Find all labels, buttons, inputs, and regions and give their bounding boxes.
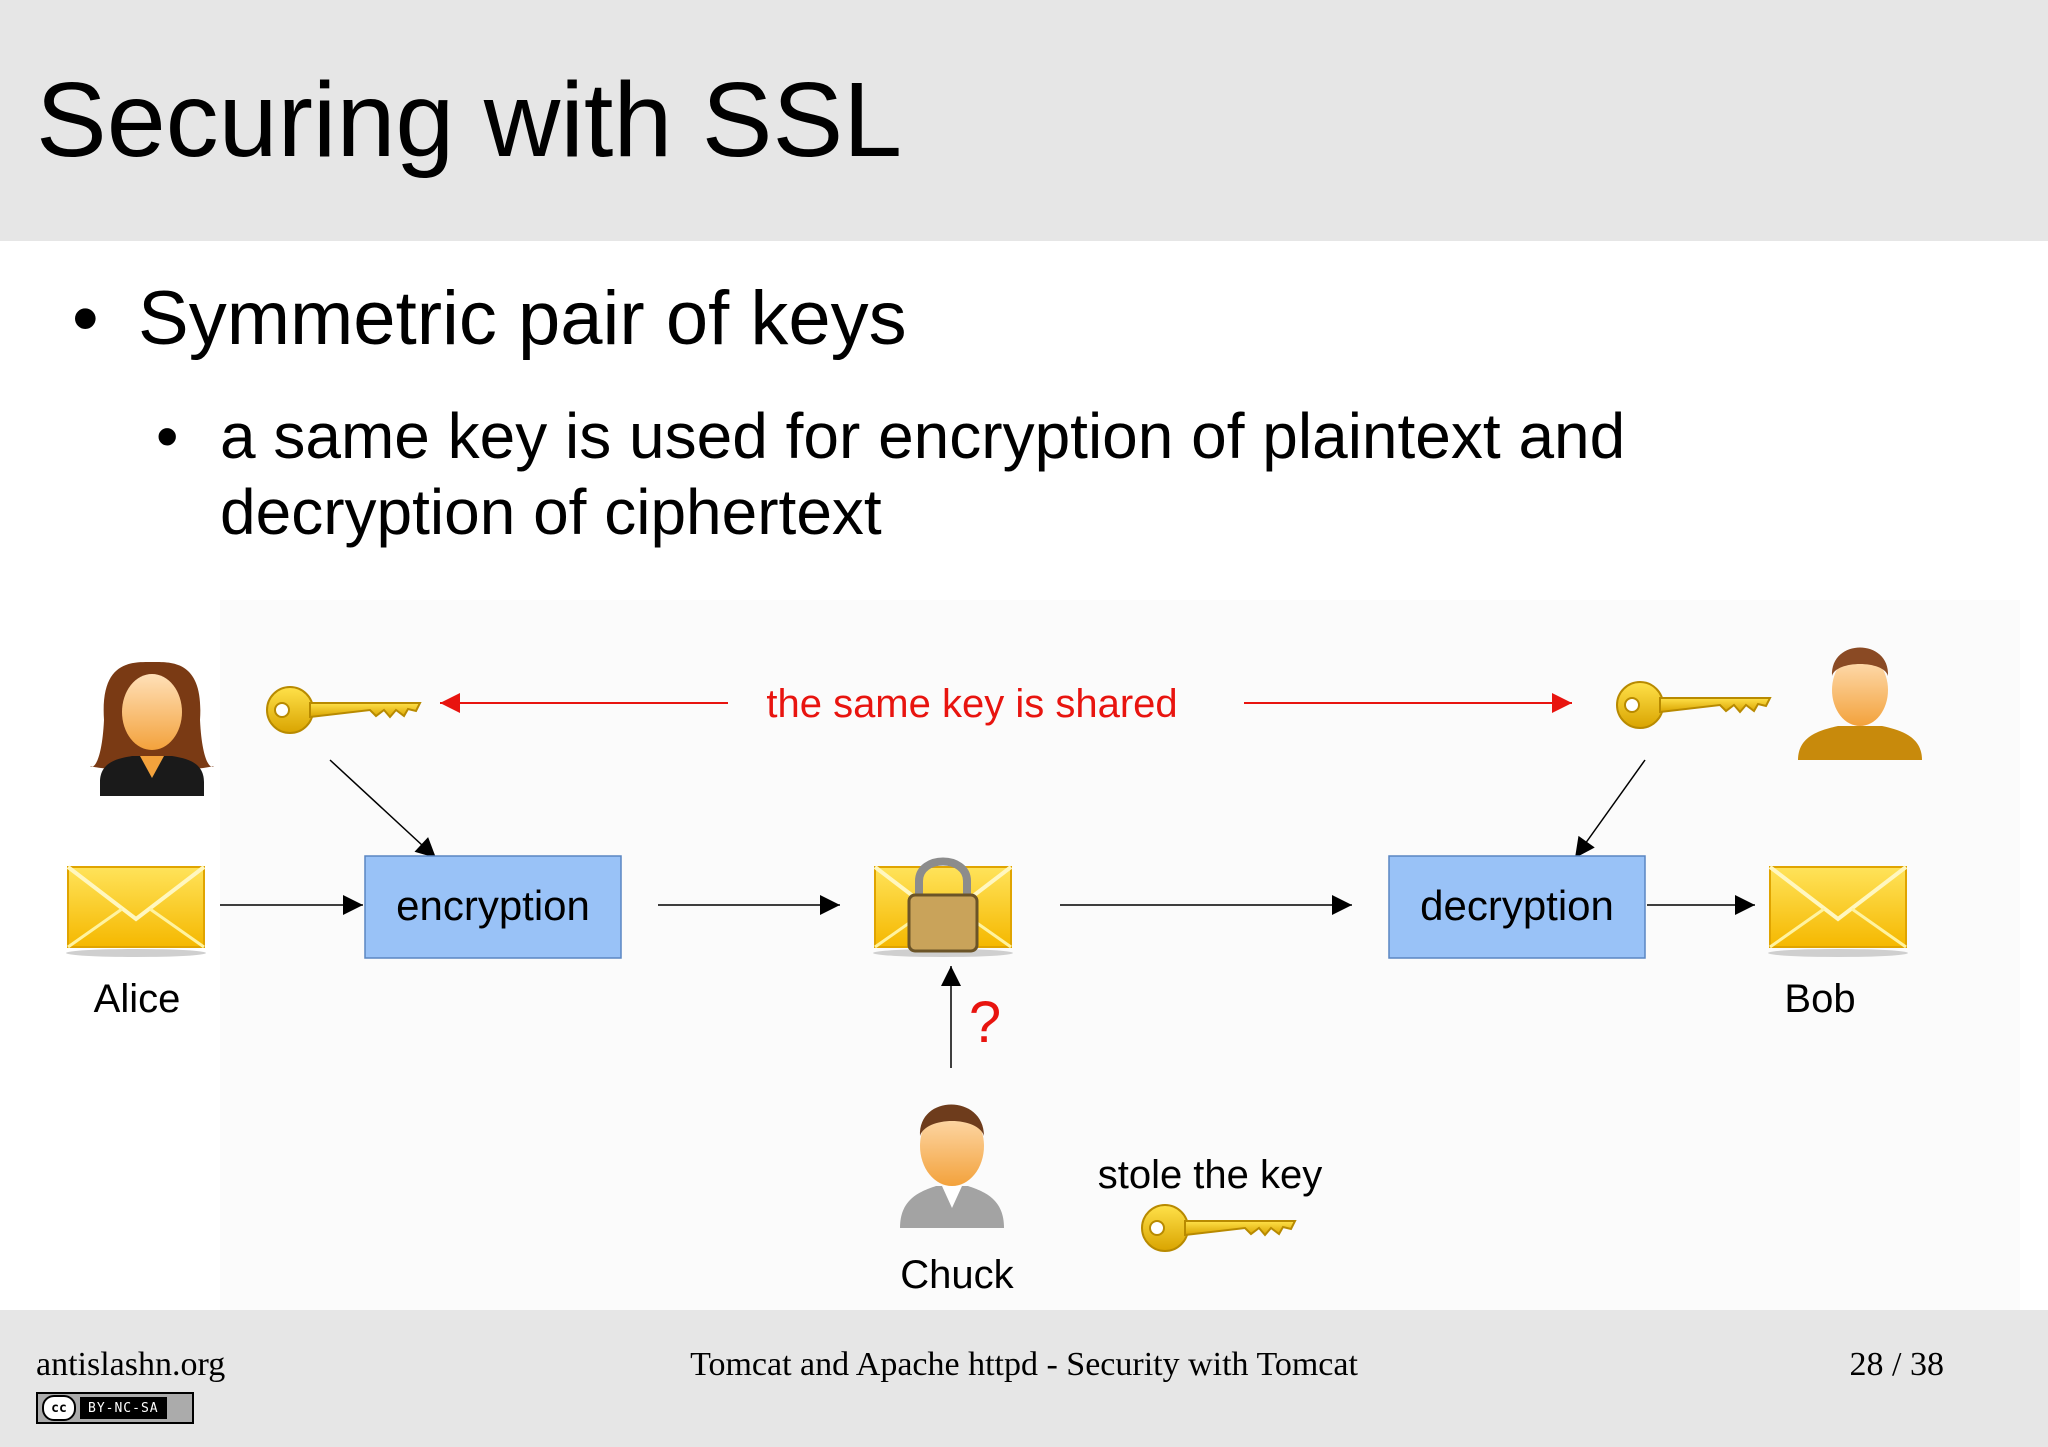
slide-footer: antislashn.org Tomcat and Apache httpd -…: [0, 1310, 2048, 1447]
locked-envelope: [871, 857, 1015, 959]
question-mark: ?: [969, 990, 1001, 1055]
footer-page-number: 28 / 38: [1849, 1346, 1944, 1383]
shared-key-label: the same key is shared: [766, 682, 1177, 726]
envelope-icon: [64, 865, 208, 959]
key-to-decryption-arrow: [1574, 759, 1646, 859]
encryption-label: encryption: [396, 882, 590, 929]
bullet-glyph: •: [156, 400, 179, 472]
slide-title: Securing with SSL: [36, 61, 903, 179]
man-avatar-icon: [1798, 647, 1922, 760]
decryption-box: decryption: [1388, 855, 1646, 959]
stole-key-label: stole the key: [1098, 1153, 1323, 1197]
envelope-icon: [1766, 865, 1910, 959]
padlock-icon: [907, 857, 979, 953]
slide-header: Securing with SSL: [0, 0, 2048, 241]
bullet-text: a same key is used for encryption of pla…: [220, 400, 1626, 548]
footer-deck-title: Tomcat and Apache httpd - Security with …: [690, 1346, 1358, 1383]
bob-label: Bob: [1784, 977, 1855, 1021]
decryption-label: decryption: [1420, 882, 1614, 929]
license-text: BY-NC-SA: [80, 1397, 167, 1419]
chuck-avatar-icon: [900, 1104, 1004, 1228]
creative-commons-icon: cc: [42, 1395, 76, 1421]
woman-avatar-icon: [90, 661, 214, 796]
bullet-glyph: •: [72, 276, 99, 361]
chuck-label: Chuck: [900, 1253, 1014, 1297]
key-to-encryption-arrow: [329, 759, 437, 859]
symmetric-key-diagram: the same key is shared Alice encryption …: [64, 600, 2020, 1310]
footer-site: antislashn.org: [36, 1346, 226, 1383]
license-badge: cc BY-NC-SA: [36, 1392, 194, 1424]
bullet-text: Symmetric pair of keys: [138, 276, 907, 361]
alice-label: Alice: [94, 977, 181, 1021]
encryption-box: encryption: [364, 855, 622, 959]
